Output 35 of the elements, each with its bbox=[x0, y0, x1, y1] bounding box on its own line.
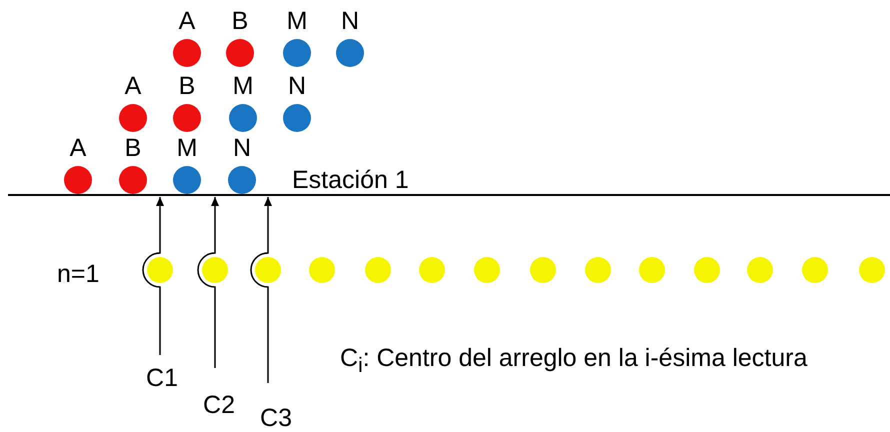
measurement-point bbox=[859, 257, 885, 283]
electrode-letter: N bbox=[288, 72, 306, 100]
measurement-point bbox=[147, 257, 173, 283]
electrode-letter: N bbox=[232, 134, 252, 162]
reading-label: C3 bbox=[260, 404, 292, 432]
reading-label: C2 bbox=[203, 391, 235, 419]
caption-note: C$_{i}$: Centro del arreglo en la i-ésima lectura bbox=[340, 343, 808, 379]
measurement-point bbox=[530, 257, 556, 283]
measurement-point bbox=[585, 257, 611, 283]
station-label: Estación 1 bbox=[292, 166, 409, 194]
electrode-letter: B bbox=[232, 7, 248, 35]
electrode-letter: A bbox=[124, 72, 142, 100]
measurement-point bbox=[474, 257, 500, 283]
measurement-point bbox=[309, 257, 335, 283]
electrode-letter: B bbox=[124, 134, 142, 162]
arrow bbox=[197, 197, 219, 368]
measurement-point bbox=[747, 257, 773, 283]
electrode-letter: A bbox=[178, 7, 196, 35]
electrode-letter: M bbox=[232, 72, 254, 100]
electrode-letter: M bbox=[176, 134, 198, 162]
measurement-point bbox=[255, 257, 281, 283]
measurement-point bbox=[202, 257, 228, 283]
electrode-letter: A bbox=[70, 134, 86, 162]
electrode-letter: M bbox=[286, 7, 308, 35]
electrode-letter: B bbox=[178, 72, 196, 100]
reading-label: C1 bbox=[146, 364, 178, 392]
measurement-point bbox=[694, 257, 720, 283]
arrow bbox=[142, 197, 164, 355]
measurement-point bbox=[365, 257, 391, 283]
electrode-letter: N bbox=[340, 7, 360, 35]
measurement-point bbox=[419, 257, 445, 283]
arrow bbox=[250, 197, 272, 383]
measurement-point bbox=[802, 257, 828, 283]
level-label: n=1 bbox=[57, 260, 100, 288]
measurement-point bbox=[639, 257, 665, 283]
